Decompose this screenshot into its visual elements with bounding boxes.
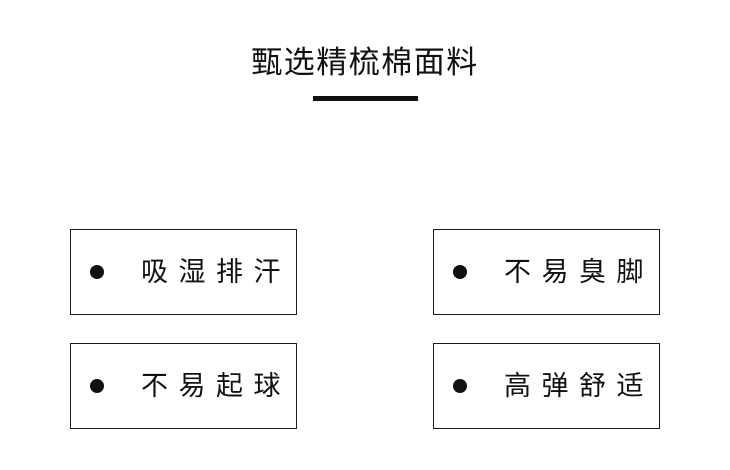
feature-label: 不 易 起 球 [141, 370, 283, 401]
bullet-icon [90, 379, 104, 393]
feature-box-moisture-wicking: 吸 湿 排 汗 [70, 229, 297, 315]
feature-label: 高 弹 舒 适 [504, 370, 646, 401]
bullet-icon [453, 265, 467, 279]
feature-box-pilling-resistant: 不 易 起 球 [70, 343, 297, 429]
feature-label: 吸 湿 排 汗 [141, 256, 283, 287]
feature-box-odor-resistant: 不 易 臭 脚 [433, 229, 660, 315]
feature-box-stretch-comfort: 高 弹 舒 适 [433, 343, 660, 429]
bullet-icon [453, 379, 467, 393]
feature-label: 不 易 臭 脚 [504, 256, 646, 287]
title-underline [312, 96, 418, 102]
bullet-icon [90, 265, 104, 279]
section-title: 甄选精梳棉面料 [251, 45, 479, 80]
section-header: 甄选精梳棉面料 [0, 45, 730, 102]
